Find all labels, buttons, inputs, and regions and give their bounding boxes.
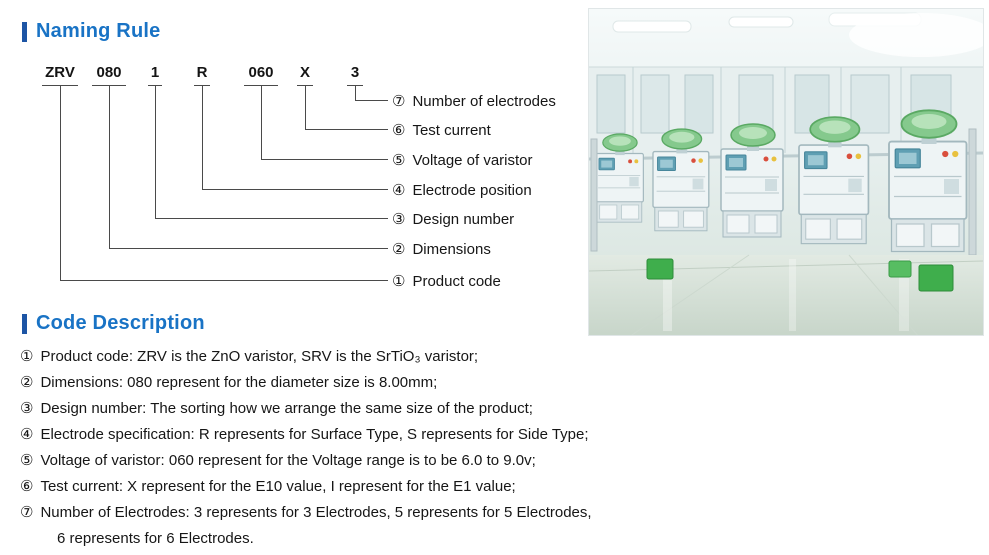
item-text: Product code: ZRV is the ZnO varistor, S… xyxy=(40,348,479,365)
label-text: Product code xyxy=(412,273,501,290)
code-token: ZRV xyxy=(45,64,75,81)
label-text: Dimensions xyxy=(412,241,491,258)
description-item: ⑤ Voltage of varistor: 060 represent for … xyxy=(20,448,720,474)
label-text: Voltage of varistor xyxy=(412,152,533,169)
item-number: ① xyxy=(20,348,34,365)
diagram-label: ③ Design number xyxy=(392,210,514,228)
connector-line xyxy=(109,85,388,249)
label-text: Design number xyxy=(412,211,515,228)
code-token: 080 xyxy=(96,64,122,81)
naming-rule-header: Naming Rule xyxy=(22,20,160,43)
label-number: ⑦ xyxy=(392,93,406,110)
code-description-title: Code Description xyxy=(36,312,205,334)
connector-line xyxy=(355,85,388,101)
item-number: ③ xyxy=(20,400,34,417)
label-number: ⑤ xyxy=(392,152,406,169)
item-number: ⑦ xyxy=(20,504,34,521)
diagram-label: ⑦ Number of electrodes xyxy=(392,92,556,110)
item-text: Electrode specification: R represents fo… xyxy=(40,426,589,443)
description-item: ⑥ Test current: X represent for the E10 v… xyxy=(20,474,720,500)
header-accent-bar xyxy=(22,21,27,42)
code-description-header: Code Description xyxy=(22,312,205,335)
item-text: Design number: The sorting how we arrang… xyxy=(40,400,533,417)
diagram-label: ④ Electrode position xyxy=(392,181,532,199)
label-number: ② xyxy=(392,241,406,258)
item-text: Voltage of varistor: 060 represent for t… xyxy=(40,452,536,469)
label-number: ① xyxy=(392,273,406,290)
code-token: 3 xyxy=(350,64,360,81)
label-text: Number of electrodes xyxy=(412,93,556,110)
item-text: Number of Electrodes: 3 represents for 3… xyxy=(40,504,592,521)
header-accent-bar xyxy=(22,313,27,334)
code-token: 060 xyxy=(248,64,274,81)
description-item: ④ Electrode specification: R represents f… xyxy=(20,422,720,448)
description-item: ① Product code: ZRV is the ZnO varistor, … xyxy=(20,344,720,370)
description-item: ③ Design number: The sorting how we arran… xyxy=(20,396,720,422)
diagram-label: ① Product code xyxy=(392,272,501,290)
description-item: ⑦ Number of Electrodes: 3 represents for … xyxy=(20,500,720,552)
item-text: Test current: X represent for the E10 va… xyxy=(40,478,516,495)
label-text: Electrode position xyxy=(412,182,532,199)
code-token: 1 xyxy=(150,64,160,81)
item-text: Dimensions: 080 represent for the diamet… xyxy=(40,374,438,391)
item-text-continuation: 6 represents for 6 Electrodes. xyxy=(57,530,254,547)
factory-photo-illustration xyxy=(589,9,983,335)
item-number: ⑤ xyxy=(20,452,34,469)
code-token: X xyxy=(299,64,311,81)
label-number: ③ xyxy=(392,211,406,228)
naming-rule-diagram: ZRV 080 1 R 060 X 3 ⑦ Number of electrode… xyxy=(0,0,588,300)
production-line-photo xyxy=(588,8,984,336)
item-number: ② xyxy=(20,374,34,391)
code-description-list: ① Product code: ZRV is the ZnO varistor, … xyxy=(20,344,720,552)
item-number: ④ xyxy=(20,426,34,443)
label-number: ⑥ xyxy=(392,122,406,139)
connector-line xyxy=(202,85,388,190)
label-number: ④ xyxy=(392,182,406,199)
code-token: R xyxy=(196,64,208,81)
naming-rule-title: Naming Rule xyxy=(36,20,161,42)
diagram-label: ⑤ Voltage of varistor xyxy=(392,151,533,169)
label-text: Test current xyxy=(412,122,491,139)
item-number: ⑥ xyxy=(20,478,34,495)
connector-line xyxy=(60,85,388,281)
connector-line xyxy=(155,85,388,219)
description-item: ② Dimensions: 080 represent for the diame… xyxy=(20,370,720,396)
diagram-label: ⑥ Test current xyxy=(392,121,491,139)
connector-line xyxy=(305,85,388,130)
connector-line xyxy=(261,85,388,160)
diagram-label: ② Dimensions xyxy=(392,240,491,258)
